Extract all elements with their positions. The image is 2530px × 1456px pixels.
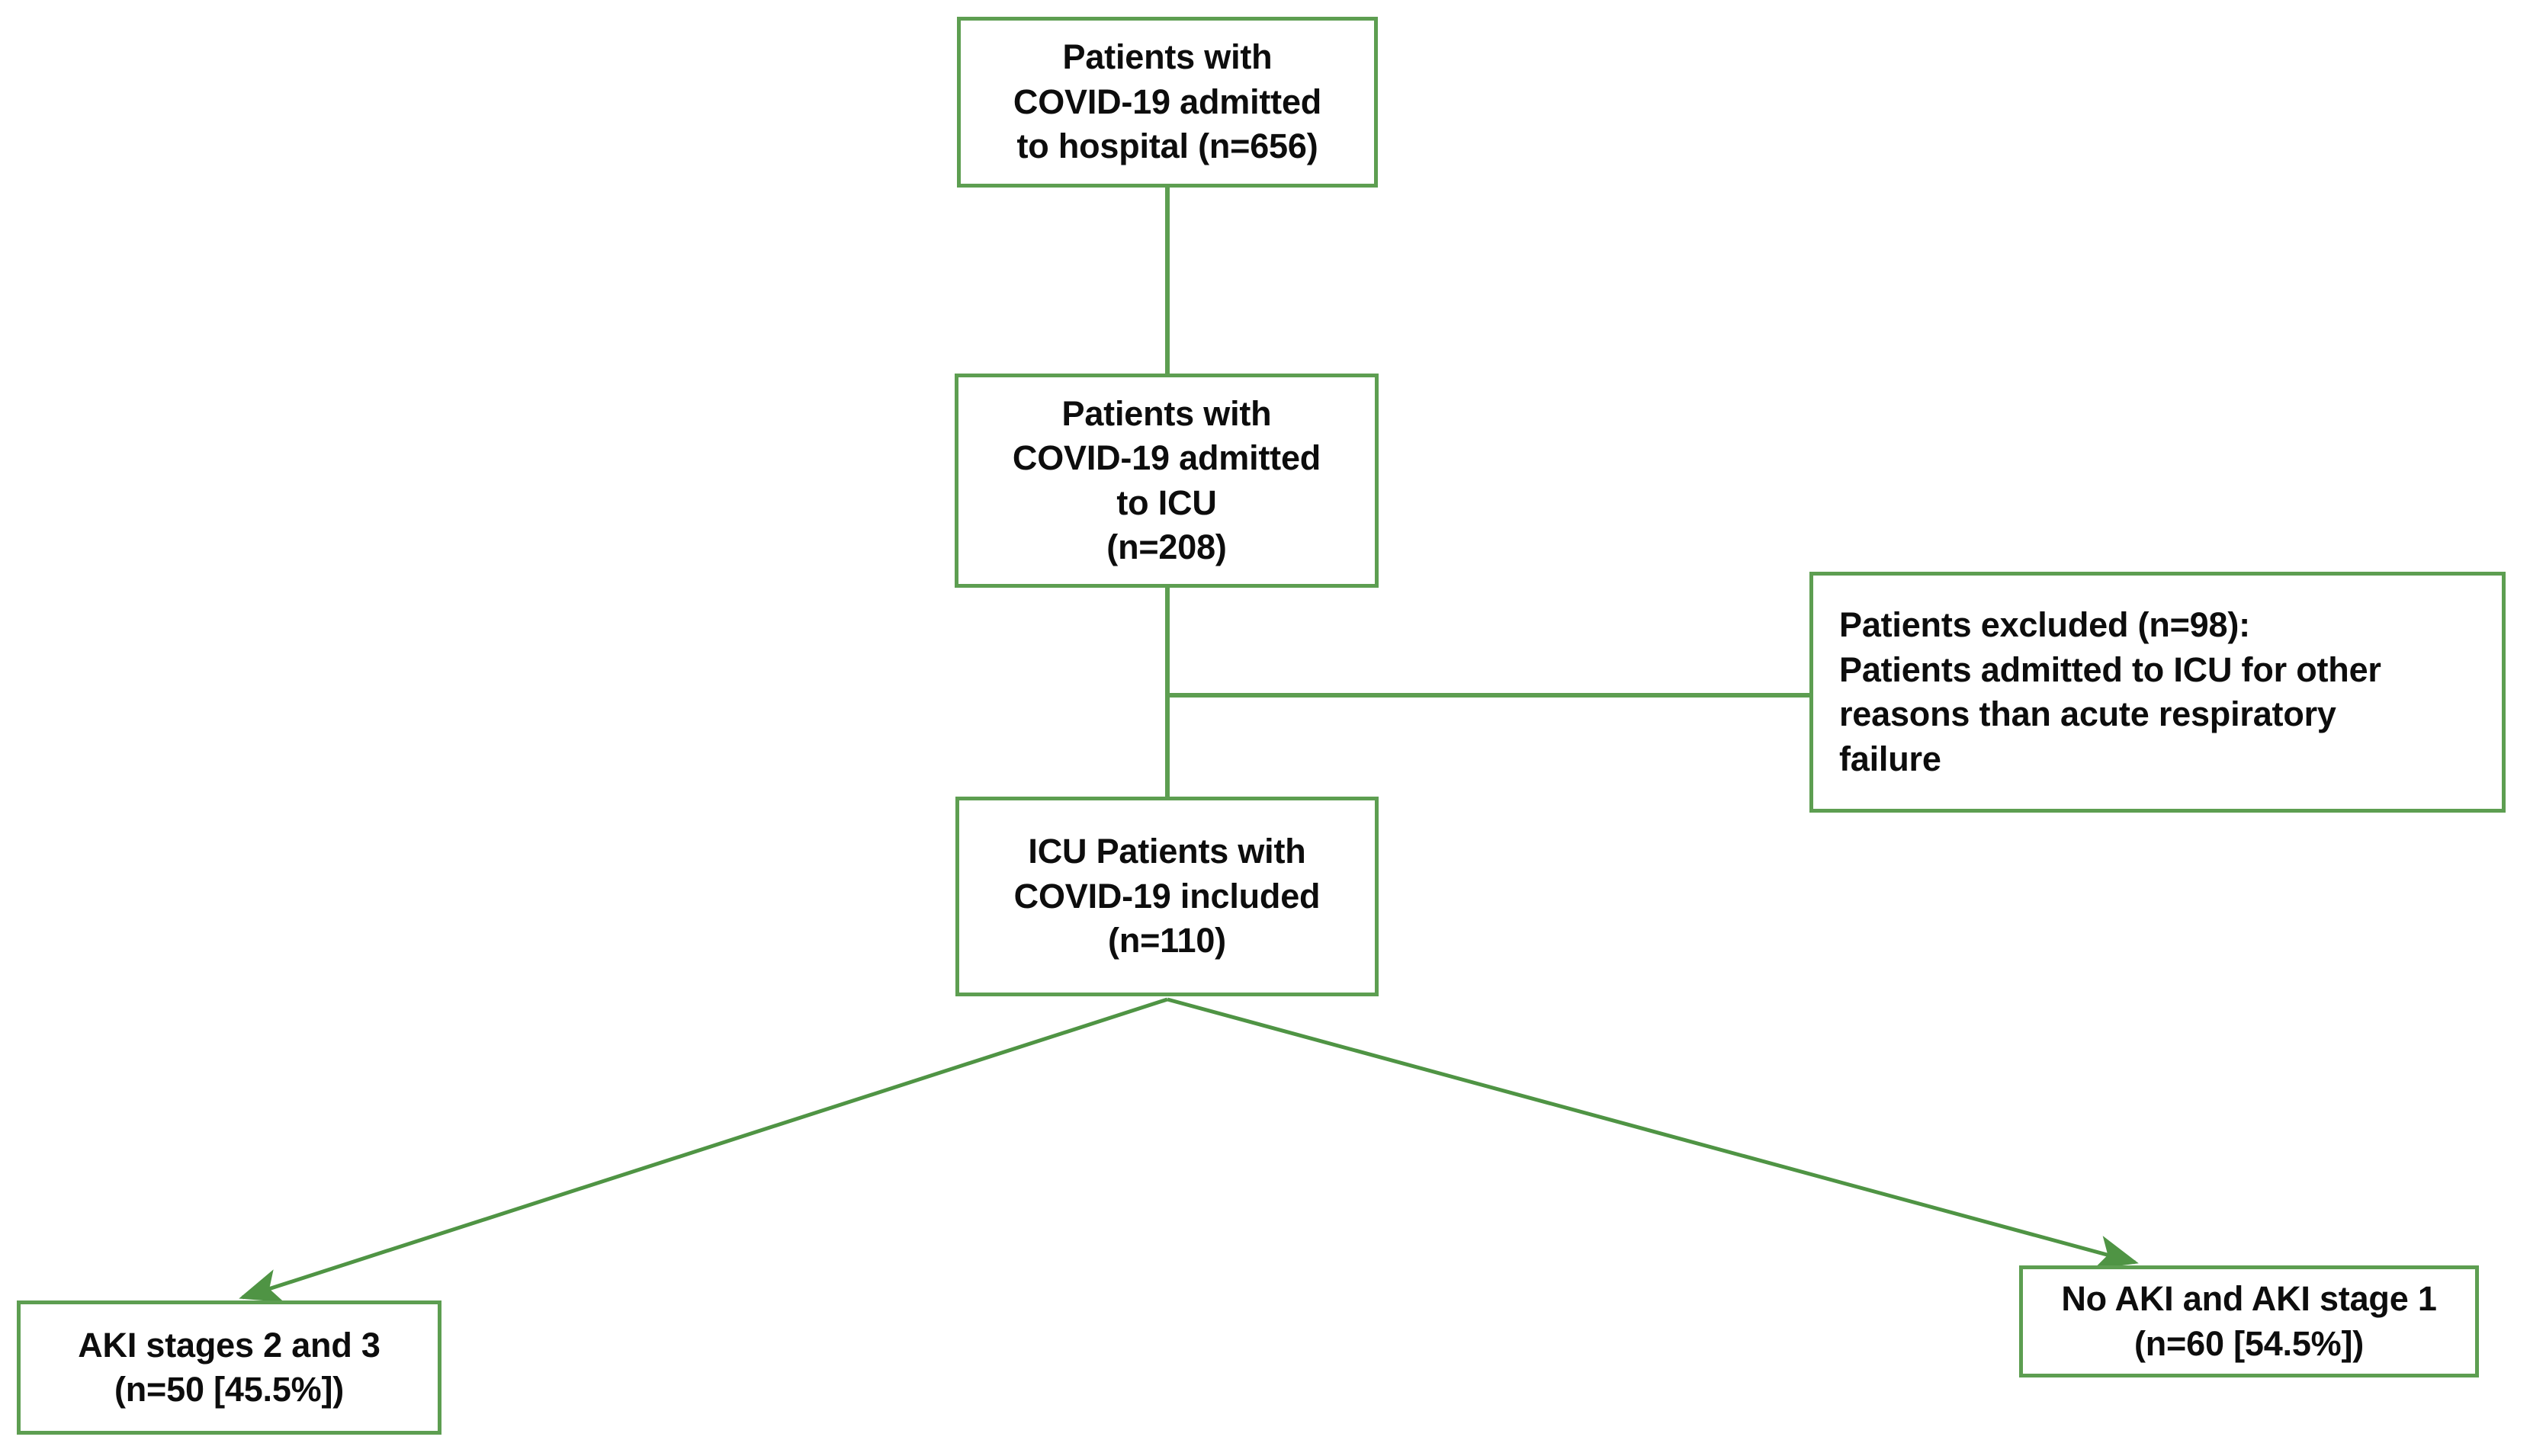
node-line: COVID-19 admitted [1012,438,1321,477]
node-line: Patients admitted to ICU for other [1839,649,2381,689]
node-line: Patients with [1061,393,1272,433]
node-line: COVID-19 included [1013,876,1321,916]
node-line: COVID-19 admitted [1013,82,1322,121]
node-patients-admitted-icu: Patients with COVID-19 admitted to ICU (… [955,374,1379,588]
node-patients-admitted-hospital: Patients with COVID-19 admitted to hospi… [957,17,1378,188]
node-icu-patients-included: ICU Patients with COVID-19 included (n=1… [955,797,1379,996]
node-no-aki-and-aki-stage-1: No AKI and AKI stage 1 (n=60 [54.5%]) [2019,1265,2479,1377]
node-line: (n=50 [45.5%]) [114,1370,345,1409]
edge-included-to-aki23 [239,997,1168,1303]
node-line: to hospital (n=656) [1016,127,1318,166]
node-line: Patients with [1062,37,1273,77]
node-line: (n=110) [1108,921,1226,961]
node-line: Patients excluded (n=98): [1839,605,2250,644]
edge-included-to-noaki [1167,997,2139,1269]
node-aki-stages-2-and-3: AKI stages 2 and 3 (n=50 [45.5%]) [17,1300,441,1435]
node-line: reasons than acute respiratory [1839,694,2336,733]
node-line: No AKI and AKI stage 1 [2061,1279,2437,1318]
node-line: failure [1839,739,1941,778]
node-patients-excluded: Patients excluded (n=98): Patients admit… [1809,572,2506,813]
node-line: (n=60 [54.5%]) [2133,1323,2365,1363]
node-line: to ICU [1116,483,1217,522]
node-line: (n=208) [1106,528,1227,566]
node-line: AKI stages 2 and 3 [78,1325,380,1365]
node-line: ICU Patients with [1028,832,1306,871]
